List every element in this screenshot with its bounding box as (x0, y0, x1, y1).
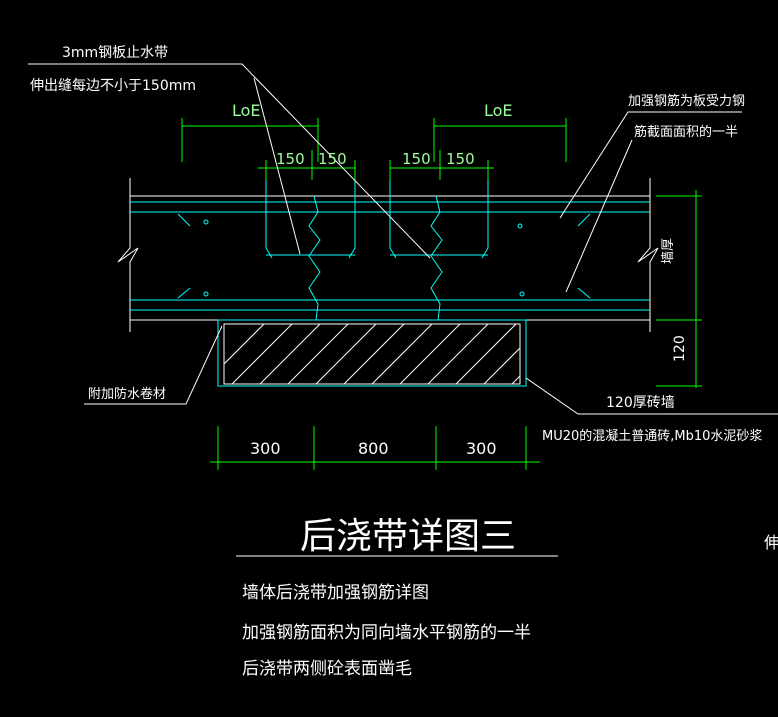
loe-right-dim: LoE (484, 101, 513, 120)
dim-150-1: 150 (276, 150, 305, 168)
rebar-note-line1: 加强钢筋为板受力钢 (628, 93, 745, 109)
rebar-note-line2: 筋截面面积的一半 (634, 124, 738, 140)
wall-outline (117, 178, 659, 332)
drawing-title: 后浇带详图三 (300, 516, 516, 557)
loe-left-dim: LoE (232, 101, 261, 120)
note-line-2: 加强钢筋面积为同向墙水平钢筋的一半 (242, 623, 531, 643)
dim-120: 120 (672, 335, 688, 362)
bottom-dim-300-left: 300 (250, 439, 281, 458)
dim-150-2: 150 (318, 150, 347, 168)
dim-150-3: 150 (402, 150, 431, 168)
reinforcing-bars (177, 178, 591, 299)
waterstop-extension-label: 伸出缝每边不小于150mm (30, 78, 196, 94)
bottom-dim-800: 800 (358, 439, 389, 458)
bottom-dim-300-right: 300 (466, 439, 497, 458)
brick-wall (217, 319, 527, 387)
dim-150-4: 150 (446, 150, 475, 168)
brick-wall-label: 120厚砖墙 (606, 395, 675, 411)
note-line-3: 后浇带两侧砼表面凿毛 (242, 659, 412, 679)
rebar-dots (203, 219, 525, 297)
leader-lines (28, 63, 778, 557)
membrane-label: 附加防水卷材 (88, 386, 166, 402)
clipped-text-fragment: 伸 (764, 533, 778, 552)
brick-spec-label: MU20的混凝土普通砖,Mb10水泥砂浆 (542, 428, 762, 444)
wall-thickness-dim: 墙厚 (661, 238, 676, 264)
note-line-1: 墙体后浇带加强钢筋详图 (242, 583, 429, 603)
waterstop-label: 3mm钢板止水带 (62, 45, 168, 61)
dimension-lines (181, 118, 702, 470)
